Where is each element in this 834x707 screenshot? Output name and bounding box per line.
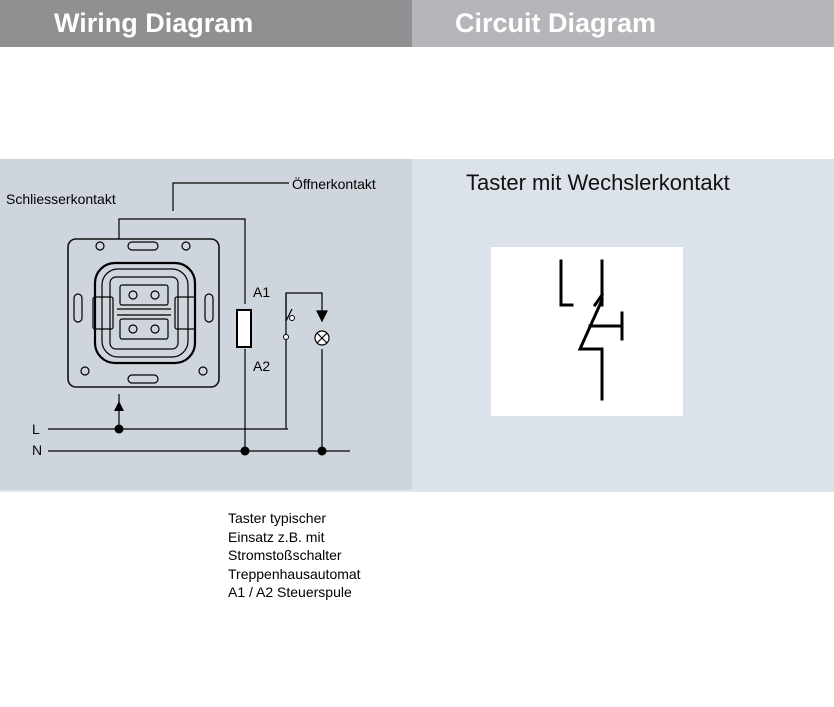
side-clamp-left — [92, 296, 114, 330]
wiring-diagram-header: Wiring Diagram — [0, 0, 412, 47]
mounting-hole-br — [198, 366, 208, 376]
junction-n-coil — [240, 446, 250, 456]
panel-divider — [0, 490, 834, 492]
mounting-slot-bottom — [127, 374, 159, 384]
mounting-hole-bl — [80, 366, 90, 376]
switch-mounting-plate — [67, 238, 220, 388]
terminal-screw-2 — [150, 290, 160, 300]
note-line: Taster typischer — [228, 510, 327, 526]
junction-l-feed — [114, 424, 124, 434]
switch-top-wire — [285, 292, 323, 321]
side-clamp-right — [174, 296, 196, 330]
coil-a2-label: A2 — [253, 358, 271, 374]
line-l-label: L — [32, 421, 40, 437]
relay-contact-top — [289, 315, 295, 321]
mounting-hole-tr — [181, 241, 191, 251]
mounting-slot-top — [127, 241, 159, 251]
terminal-block-top — [119, 284, 169, 306]
usage-notes: Taster typischer Einsatz z.B. mit Stroms… — [228, 509, 361, 602]
switch-rocker — [109, 276, 179, 350]
changeover-contact-symbol-box — [491, 247, 683, 416]
switch-insert-inner — [101, 268, 189, 358]
mounting-slot-right — [204, 293, 214, 323]
relay-contact-bottom — [283, 334, 289, 340]
oeffnerkontakt-label: Öffnerkontakt — [292, 176, 376, 192]
changeover-contact-symbol — [559, 259, 624, 401]
note-line: Treppenhausautomat — [228, 565, 361, 582]
coil-a1-label: A1 — [253, 284, 271, 300]
lamp-symbol — [314, 310, 330, 346]
note-line: Einsatz z.B. mit — [228, 528, 325, 545]
feed-arrow — [114, 401, 124, 411]
mounting-hole-tl — [95, 241, 105, 251]
circuit-symbol-title: Taster mit Wechslerkontakt — [466, 170, 730, 195]
terminal-screw-1 — [128, 290, 138, 300]
mounting-slot-left — [73, 293, 83, 323]
terminal-block-bottom — [119, 318, 169, 340]
relay-coil — [236, 309, 252, 348]
terminal-screw-3 — [128, 324, 138, 334]
schliesser-wire — [118, 218, 246, 304]
note-line: Stromstoßschalter — [228, 547, 342, 564]
circuit-diagram-header: Circuit Diagram — [412, 0, 834, 47]
note-line: A1 / A2 Steuerspule — [228, 584, 352, 601]
relay-contact-lever — [285, 308, 293, 322]
oeffner-wire — [172, 182, 289, 211]
terminal-screw-4 — [150, 324, 160, 334]
wiring-diagram-drawing — [48, 182, 350, 456]
schliesserkontakt-label: Schliesserkontakt — [6, 191, 116, 207]
junction-n-lamp — [317, 446, 327, 456]
line-n-label: N — [32, 442, 43, 458]
